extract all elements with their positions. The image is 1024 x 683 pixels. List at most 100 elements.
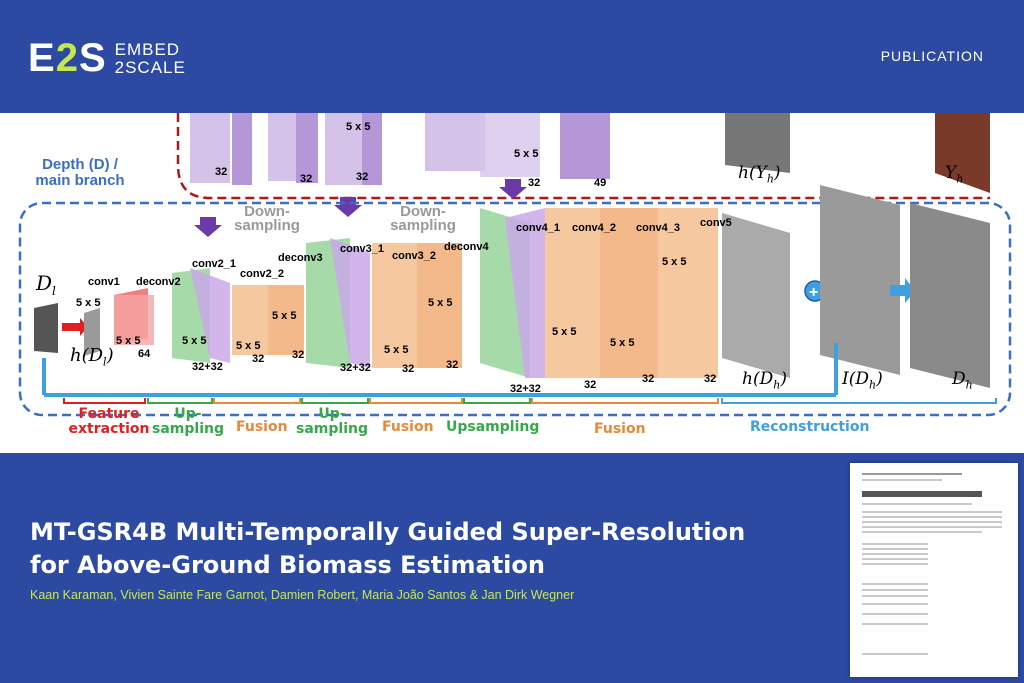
stage-feature-extraction: Feature extraction [68, 406, 150, 437]
stage-upsampling: Up-sampling [152, 406, 224, 437]
layer-label: deconv4 [444, 241, 489, 253]
architecture-diagram: + [18, 113, 1012, 417]
channel-label: 32+32 [510, 383, 541, 395]
channel-label: 32 [446, 359, 459, 371]
stage-upsampling: Up-sampling [296, 406, 368, 437]
brace-reconstruction [721, 398, 997, 404]
site-header: E2S EMBED 2SCALE PUBLICATION [0, 0, 1024, 113]
downsampling-label: Down-sampling [234, 203, 300, 234]
channel-label: 32 [252, 353, 265, 365]
fusion-block [545, 208, 600, 378]
fusion-block [417, 243, 462, 368]
skip-connection [42, 343, 838, 397]
fusion-block [658, 208, 718, 378]
layer-label: conv3_1 [340, 243, 385, 255]
brace-fusion-b [369, 398, 463, 404]
stage-fusion: Fusion [236, 419, 288, 435]
guide-block [480, 113, 540, 177]
channel-label: 32 [402, 363, 415, 375]
logo-wordmark: EMBED 2SCALE [114, 39, 186, 77]
layer-label: conv4_3 [636, 222, 681, 234]
input-arrow [62, 318, 88, 336]
channel-label: 32 [642, 373, 655, 385]
guide-image-h-yh [725, 113, 790, 173]
guide-block [325, 113, 365, 185]
label-h-yh: h(Yh) [738, 163, 781, 186]
publication-authors: Kaan Karaman, Vivien Sainte Fare Garnot,… [30, 588, 575, 602]
fusion-block [268, 285, 304, 355]
label-yh: Yh [945, 163, 964, 186]
kernel-label: 5 x 5 [76, 297, 101, 309]
layer-label: conv2_2 [240, 268, 285, 280]
guide-branch-box [176, 113, 990, 200]
image-h-dh [722, 213, 790, 378]
channel-label: 64 [138, 348, 151, 360]
kernel-label: 5 x 5 [346, 121, 371, 133]
branch-label: Depth (D) / main branch [35, 156, 125, 189]
guide-arrow [194, 217, 222, 237]
logo-line-2: 2SCALE [114, 57, 186, 77]
kernel-label: 5 x 5 [610, 337, 635, 349]
image-i-dh [820, 185, 900, 375]
fusion-block [232, 285, 268, 355]
guide-block [296, 113, 318, 183]
brace-feature [63, 398, 146, 404]
guide-block [190, 113, 230, 183]
channel-label: 32 [528, 177, 541, 189]
main-branch-box [18, 201, 1012, 417]
brace-fusion-a [213, 398, 301, 404]
channel-label: 32 [215, 166, 228, 178]
channel-label: 32+32 [192, 361, 223, 373]
logo-line-1: EMBED [114, 39, 181, 59]
fusion-block [372, 243, 417, 368]
logo-mark: E2S [28, 36, 107, 80]
channel-label: 32+32 [340, 362, 371, 374]
guide-arrow [334, 197, 362, 217]
publication-label: PUBLICATION [880, 48, 984, 64]
channel-label: 32 [300, 173, 313, 185]
layer-label: conv4_1 [516, 222, 561, 234]
layer-label: conv1 [88, 276, 120, 288]
brace-fusion-c [531, 398, 719, 404]
layer-label: deconv3 [278, 252, 323, 264]
kernel-label: 5 x 5 [384, 344, 409, 356]
guide-block [362, 113, 382, 185]
fusion-block [600, 208, 658, 378]
kernel-label: 5 x 5 [428, 297, 453, 309]
kernel-label: 5 x 5 [552, 326, 577, 338]
downsampling-label: Down-sampling [390, 203, 456, 234]
stage-upsampling: Upsampling [446, 419, 540, 435]
kernel-label: 5 x 5 [662, 256, 687, 268]
guide-block [425, 113, 485, 171]
stage-fusion: Fusion [594, 421, 646, 437]
guide-image-yh [935, 113, 990, 193]
channel-label: 32 [356, 171, 369, 183]
brace-up-b [301, 398, 369, 404]
e2s-logo[interactable]: E2S EMBED 2SCALE [28, 36, 186, 81]
architecture-figure: + Depth (D) / main branch Dl h(Dl) h(Yh)… [0, 113, 1024, 453]
stage-reconstruction: Reconstruction [750, 419, 870, 435]
layer-label: conv5 [700, 217, 732, 229]
output-arrow [890, 278, 915, 303]
publication-title[interactable]: MT-GSR4B Multi-Temporally Guided Super-R… [30, 518, 746, 579]
layer-label: conv4_2 [572, 222, 617, 234]
label-i-dh: I(Dh) [842, 369, 883, 392]
paper-thumbnail[interactable] [850, 463, 1018, 677]
layer-label: conv3_2 [392, 250, 437, 262]
brace-up-a [147, 398, 213, 404]
stage-fusion: Fusion [382, 419, 434, 435]
brace-up-c [463, 398, 531, 404]
kernel-label: 5 x 5 [514, 148, 539, 160]
channel-label: 32 [292, 349, 305, 361]
layer-label: deconv2 [136, 276, 181, 288]
kernel-label: 5 x 5 [116, 335, 141, 347]
guide-block [232, 113, 252, 185]
label-dl: Dl [36, 271, 56, 298]
kernel-label: 5 x 5 [236, 340, 261, 352]
layer-label: conv2_1 [192, 258, 237, 270]
channel-label: 49 [594, 177, 607, 189]
guide-block [560, 113, 610, 179]
guide-arrow [499, 179, 527, 199]
conv1-block [84, 308, 100, 356]
channel-label: 32 [704, 373, 717, 385]
